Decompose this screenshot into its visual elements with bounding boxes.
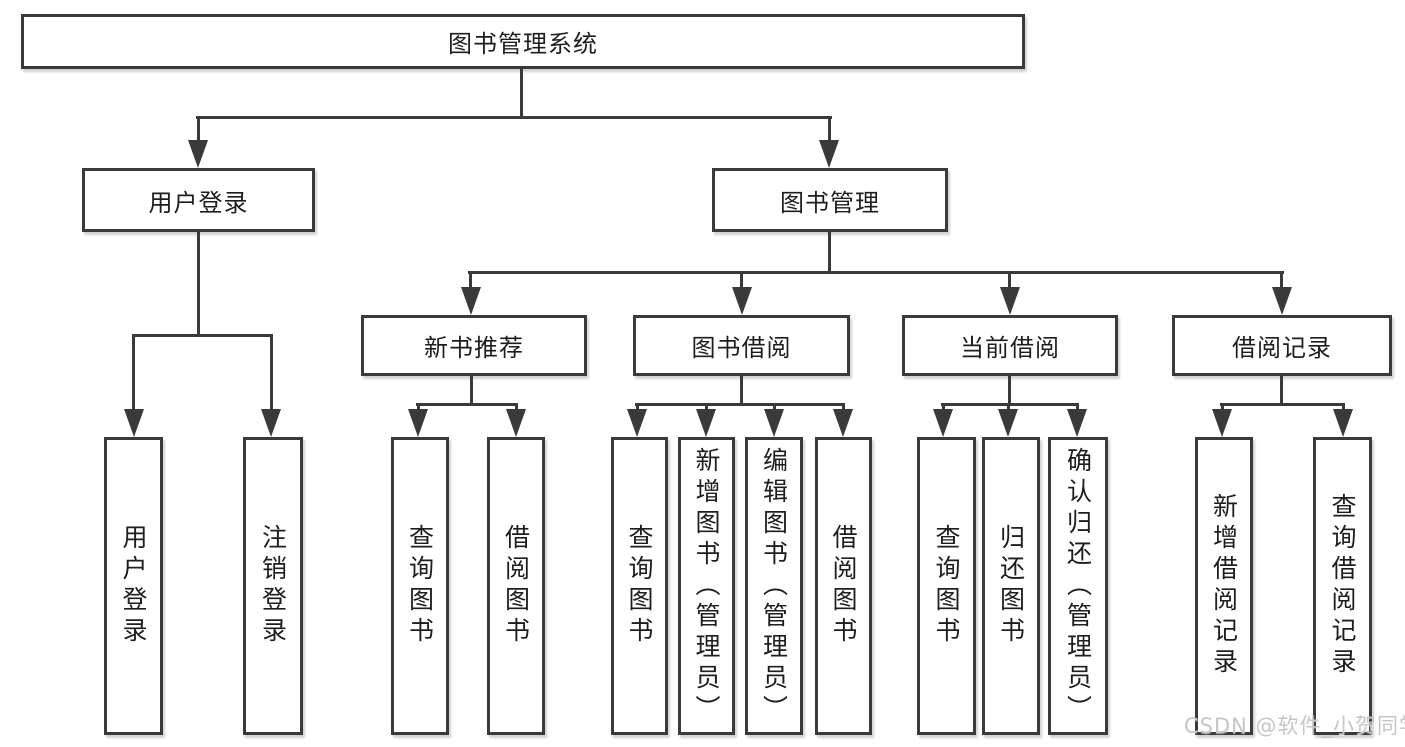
- node-book-borrowing: 图书借阅: [633, 315, 850, 376]
- node-book-management-label: 图书管理: [780, 188, 880, 217]
- arrow-down-icon: [188, 140, 208, 168]
- leaf-confirm-return-admin-label: 确认归还（管理员）: [1063, 446, 1093, 726]
- connector-line: [470, 374, 473, 406]
- node-borrow-records: 借阅记录: [1172, 315, 1392, 376]
- leaf-search-borrow-record: 查询借阅记录: [1313, 437, 1372, 735]
- leaf-confirm-return-admin: 确认归还（管理员）: [1048, 437, 1108, 735]
- leaf-search-books-1-label: 查询图书: [405, 524, 435, 648]
- connector-line: [636, 403, 639, 412]
- connector-line: [132, 334, 135, 412]
- connector-line: [740, 374, 743, 406]
- connector-line: [1221, 403, 1224, 412]
- leaf-add-books-admin-label: 新增图书（管理员）: [692, 446, 721, 726]
- leaf-search-books-3: 查询图书: [917, 437, 976, 735]
- arrow-down-icon: [764, 409, 784, 437]
- arrow-down-icon: [408, 409, 428, 437]
- connector-line: [468, 271, 1284, 274]
- connector-line: [828, 116, 831, 144]
- arrow-down-icon: [833, 409, 853, 437]
- connector-line: [740, 271, 743, 291]
- node-new-book-recommend-label: 新书推荐: [424, 334, 524, 362]
- connector-line: [1280, 271, 1283, 291]
- arrow-down-icon: [998, 409, 1018, 437]
- leaf-add-borrow-record: 新增借阅记录: [1195, 437, 1253, 735]
- connector-line: [941, 403, 1079, 406]
- leaf-user-login: 用户登录: [104, 437, 163, 735]
- node-root-label: 图书管理系统: [448, 30, 598, 58]
- arrow-down-icon: [1067, 409, 1087, 437]
- connector-line: [132, 334, 273, 337]
- connector-line: [635, 403, 845, 406]
- connector-line: [196, 116, 832, 119]
- arrow-down-icon: [933, 409, 953, 437]
- node-root: 图书管理系统: [21, 14, 1025, 69]
- arrow-down-icon: [124, 409, 144, 437]
- arrow-down-icon: [732, 287, 752, 315]
- arrow-down-icon: [1272, 287, 1292, 315]
- node-user-login: 用户登录: [82, 168, 315, 232]
- node-current-borrowing: 当前借阅: [902, 315, 1118, 376]
- leaf-borrow-books-1-label: 借阅图书: [501, 524, 531, 648]
- leaf-search-borrow-record-label: 查询借阅记录: [1328, 493, 1357, 679]
- node-new-book-recommend: 新书推荐: [361, 315, 587, 376]
- csdn-watermark: CSDN @软件_小贺同学: [1184, 714, 1405, 738]
- arrow-down-icon: [506, 409, 526, 437]
- node-book-management: 图书管理: [712, 168, 948, 232]
- connector-line: [1076, 403, 1079, 412]
- connector-line: [1008, 374, 1011, 406]
- leaf-search-books-2-label: 查询图书: [625, 524, 654, 648]
- connector-line: [270, 334, 273, 412]
- leaf-add-books-admin: 新增图书（管理员）: [678, 437, 735, 735]
- leaf-logout-label: 注销登录: [258, 524, 288, 648]
- leaf-return-books-label: 归还图书: [996, 524, 1026, 648]
- arrow-down-icon: [696, 409, 716, 437]
- arrow-down-icon: [261, 409, 281, 437]
- connector-line: [705, 403, 708, 412]
- connector-line: [416, 403, 518, 406]
- leaf-user-login-label: 用户登录: [119, 524, 148, 648]
- leaf-add-borrow-record-label: 新增借阅记录: [1209, 493, 1239, 679]
- connector-line: [942, 403, 945, 412]
- leaf-edit-books-admin-label: 编辑图书（管理员）: [759, 446, 789, 726]
- arrow-down-icon: [1000, 287, 1020, 315]
- leaf-edit-books-admin: 编辑图书（管理员）: [745, 437, 803, 735]
- connector-line: [773, 403, 776, 412]
- arrow-down-icon: [819, 140, 839, 168]
- arrow-down-icon: [1212, 409, 1232, 437]
- node-user-login-label: 用户登录: [148, 188, 249, 217]
- connector-line: [197, 116, 200, 144]
- connector-line: [1007, 403, 1010, 412]
- leaf-search-books-1: 查询图书: [391, 437, 449, 735]
- connector-line: [828, 230, 831, 274]
- connector-line: [515, 403, 518, 412]
- node-borrow-records-label: 借阅记录: [1232, 334, 1332, 362]
- connector-line: [417, 403, 420, 412]
- arrow-down-icon: [1333, 409, 1353, 437]
- connector-line: [520, 67, 523, 118]
- leaf-search-books-3-label: 查询图书: [932, 524, 961, 648]
- leaf-search-books-2: 查询图书: [611, 437, 668, 735]
- leaf-logout: 注销登录: [243, 437, 303, 735]
- arrow-down-icon: [627, 409, 647, 437]
- node-current-borrowing-label: 当前借阅: [960, 334, 1060, 362]
- connector-line: [1220, 403, 1345, 406]
- connector-line: [842, 403, 845, 412]
- leaf-borrow-books-2-label: 借阅图书: [829, 524, 858, 648]
- node-book-borrowing-label: 图书借阅: [691, 334, 792, 362]
- connector-line: [1008, 271, 1011, 291]
- leaf-borrow-books-1: 借阅图书: [487, 437, 545, 735]
- leaf-return-books: 归还图书: [982, 437, 1040, 735]
- connector-line: [1342, 403, 1345, 412]
- connector-line: [197, 230, 200, 336]
- connector-line: [469, 271, 472, 291]
- connector-line: [1280, 374, 1283, 406]
- leaf-borrow-books-2: 借阅图书: [815, 437, 872, 735]
- arrow-down-icon: [461, 287, 481, 315]
